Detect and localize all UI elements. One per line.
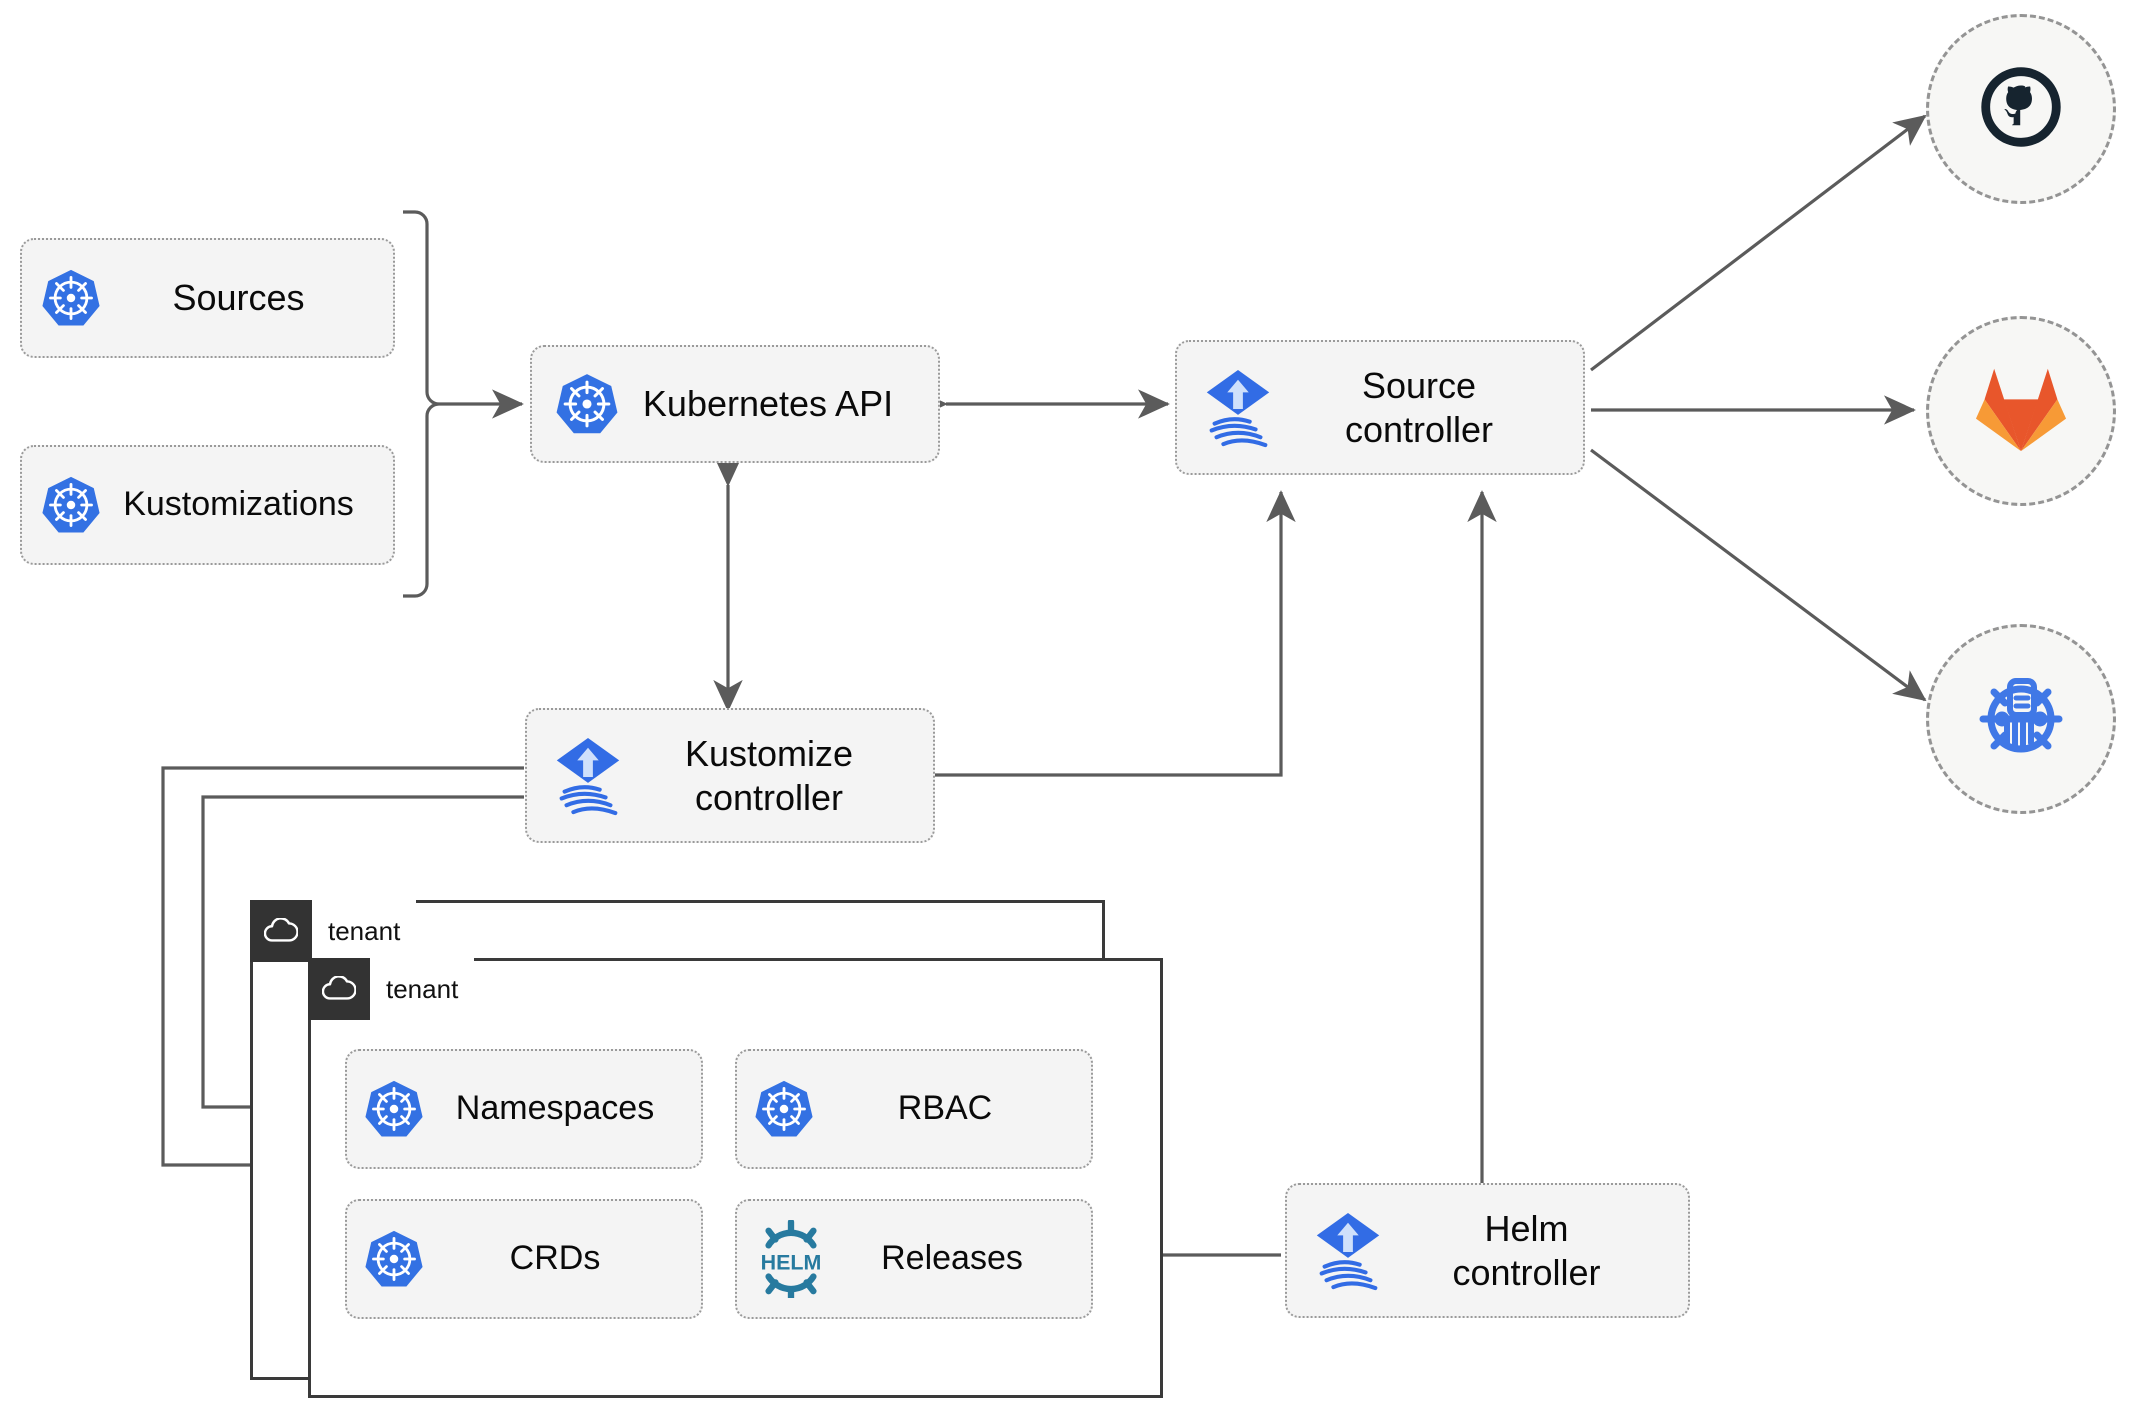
kubernetes-icon — [363, 1078, 425, 1140]
tenant-resource-label: Namespaces — [455, 1089, 655, 1128]
tenant-resource-label: CRDs — [509, 1239, 601, 1278]
tenant-tab: tenant — [308, 958, 475, 1020]
helm-icon: HELM — [753, 1220, 829, 1298]
resource-label: Sources — [172, 277, 305, 319]
kubernetes-icon — [753, 1078, 815, 1140]
group-brace — [403, 210, 440, 598]
resource-node-kustomizations[interactable]: Kustomizations — [20, 445, 395, 565]
flux-icon — [549, 734, 627, 818]
node-kubernetes-api[interactable]: Kubernetes API — [530, 345, 940, 463]
tenant-resource-releases[interactable]: HELM Releases — [735, 1199, 1093, 1319]
tenant-container-front[interactable]: tenant Namespaces — [308, 958, 1163, 1398]
gitlab-icon — [1973, 363, 2069, 460]
edge-source-to-github — [1590, 114, 1927, 372]
provider-gitlab[interactable] — [1926, 316, 2116, 506]
tenant-label: tenant — [386, 973, 459, 1004]
kubernetes-icon — [40, 267, 102, 329]
kubernetes-icon — [40, 474, 102, 536]
kubernetes-icon — [554, 371, 620, 437]
svg-text:HELM: HELM — [761, 1251, 822, 1275]
node-label: Kubernetes API — [642, 383, 894, 425]
kubernetes-icon — [363, 1228, 425, 1290]
cloud-icon — [308, 958, 370, 1020]
tenant-resource-crds[interactable]: CRDs — [345, 1199, 703, 1319]
provider-github[interactable] — [1926, 14, 2116, 204]
tenant-resource-label: RBAC — [897, 1089, 993, 1128]
oci-registry-icon — [1969, 665, 2073, 774]
edge-kustomize-to-source — [935, 490, 1296, 777]
tenant-resource-namespaces[interactable]: Namespaces — [345, 1049, 703, 1169]
edge-source-to-oci — [1590, 448, 1927, 702]
resource-node-sources[interactable]: Sources — [20, 238, 395, 358]
tenant-resource-label: Releases — [881, 1239, 1023, 1278]
cloud-icon — [250, 900, 312, 962]
tenant-tab: tenant — [250, 900, 417, 962]
flux-icon — [1309, 1209, 1387, 1293]
resource-label: Kustomizations — [123, 485, 354, 524]
provider-oci-registry[interactable] — [1926, 624, 2116, 814]
tenant-resource-rbac[interactable]: RBAC — [735, 1049, 1093, 1169]
tenant-label: tenant — [328, 915, 401, 946]
flux-icon — [1199, 366, 1277, 450]
github-icon — [1972, 58, 2070, 161]
